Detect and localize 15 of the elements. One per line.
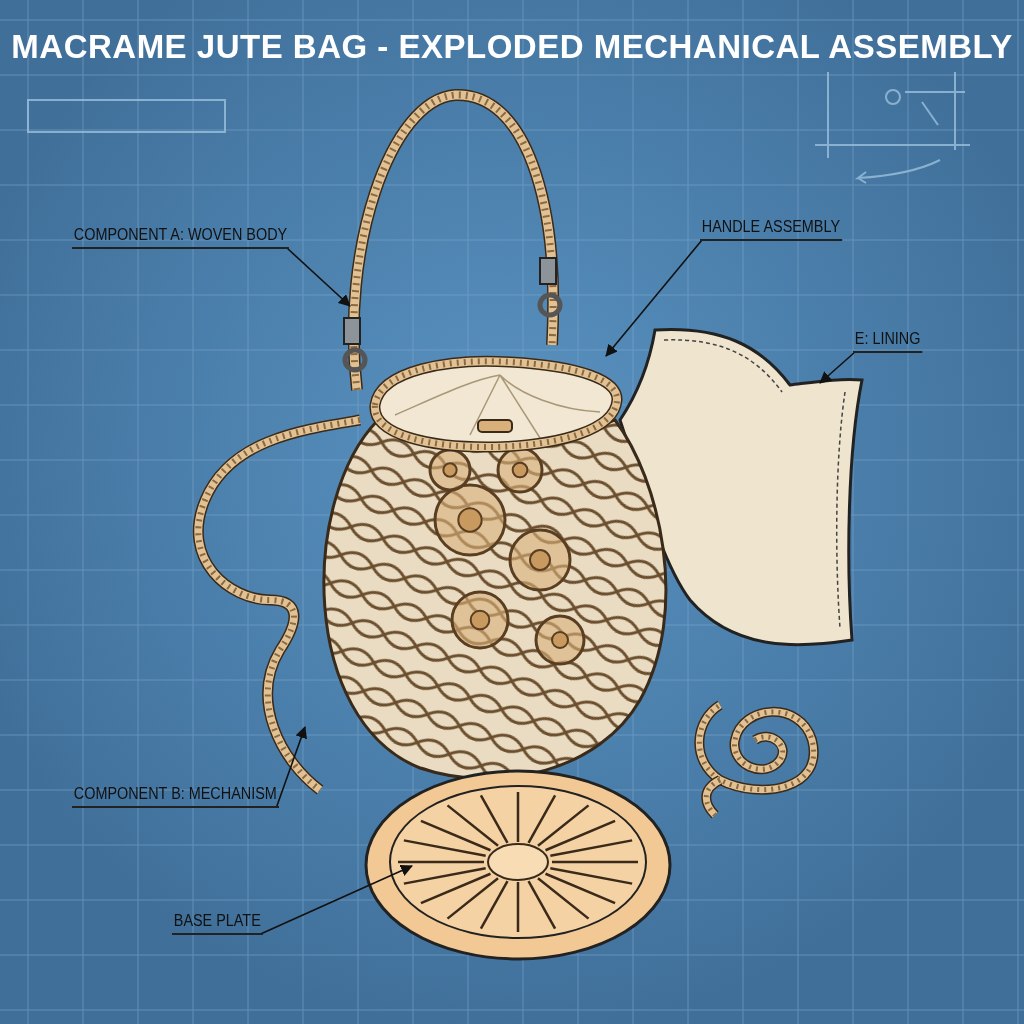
leader-line [286,247,351,307]
callout-label: BASE PLATE [172,912,263,935]
rim-rope-drawing [369,355,623,453]
leader-line [275,726,307,808]
leader-line [819,351,856,384]
callout-label: COMPONENT A: WOVEN BODY [72,226,289,249]
woven-body-drawing [322,418,668,781]
leader-line [259,865,413,935]
leader-line [605,239,703,357]
handle-rope-drawing [342,89,563,391]
diagram-title: MACRAME JUTE BAG - EXPLODED MECHANICAL ASSEMBLY [10,28,1014,66]
base-plate-drawing [364,769,672,961]
callout-label: HANDLE ASSEMBLY [700,218,842,241]
callout-label: E: LINING [853,330,923,353]
callout-label: COMPONENT B: MECHANISM [72,785,279,808]
